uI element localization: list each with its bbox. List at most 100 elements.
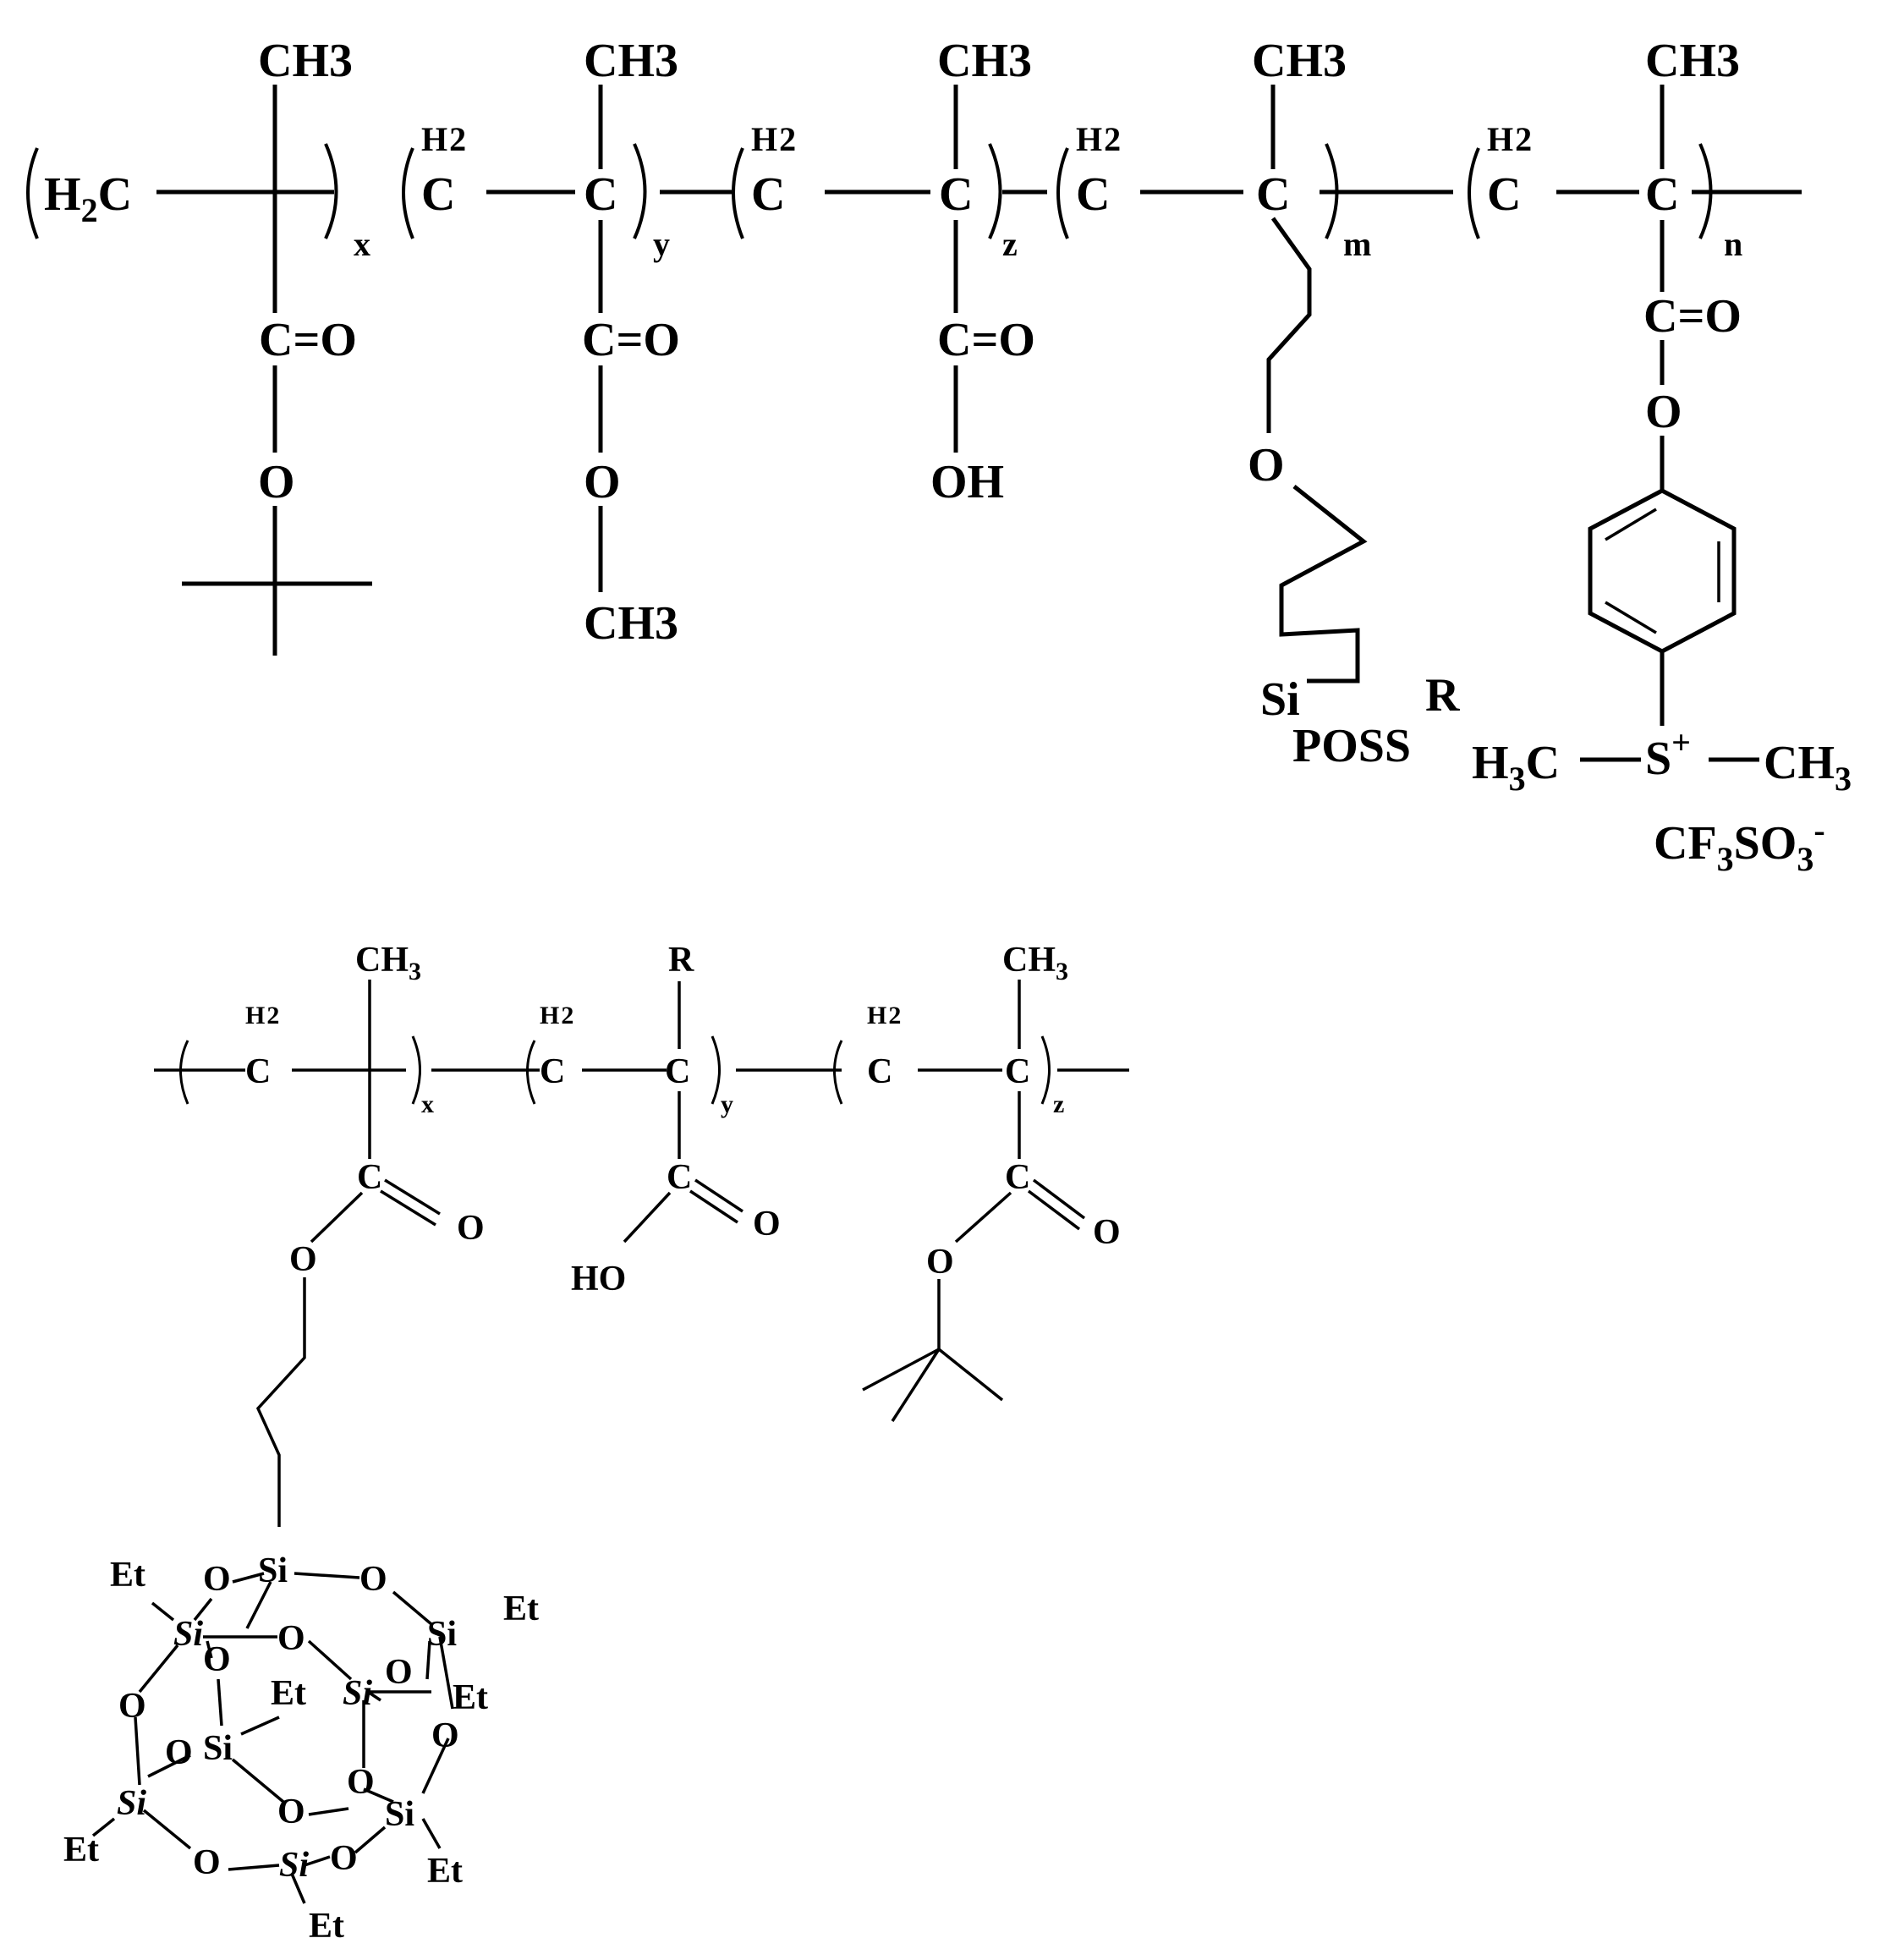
cage-bond (206, 1640, 213, 1659)
unit-poss: C H2 CH3 C O Si POSS R m (1076, 35, 1460, 772)
alpha-carbon-label: C (1256, 168, 1290, 221)
c-oh-bond (623, 1191, 672, 1244)
subscript-x: x (354, 225, 370, 263)
ethyl-label: Et (503, 1589, 539, 1628)
c-o-double-bond-a (1032, 1178, 1086, 1220)
cage-bond (147, 1754, 191, 1778)
spacer-chain-1 (1266, 217, 1312, 433)
cage-bond (392, 1590, 433, 1626)
cage-bond (245, 1581, 272, 1629)
c-o-double-bond-a (384, 1178, 441, 1216)
paren-close-z (1040, 1035, 1051, 1105)
cage-bond (363, 1787, 394, 1804)
hydroxyl-label: HO (571, 1260, 626, 1298)
h2-label: H2 (1487, 120, 1532, 158)
cage-oxygen: O (203, 1560, 231, 1599)
cage-bond (232, 1572, 265, 1584)
methyl-label: CH3 (584, 35, 678, 87)
ch2-label: C (245, 1052, 271, 1091)
ch2-label: C (421, 168, 455, 221)
cage-oxygen: O (431, 1716, 459, 1755)
cage-bond (193, 1597, 213, 1622)
cage-bond (217, 1678, 223, 1727)
right-methyl-label: CH3 (1764, 737, 1852, 798)
carbonyl-carbon-label: C (667, 1158, 692, 1197)
cage-silicon: Si (343, 1674, 372, 1713)
alpha-carbon-label: C (939, 168, 973, 221)
subscript-y: y (653, 225, 670, 263)
h2c-label: H2C (44, 168, 132, 229)
unit-tbma: H2 C CH3 C C O O z (862, 941, 1121, 1422)
paren-close-y (633, 143, 647, 239)
paren-open-z (833, 1040, 843, 1105)
r-group-label: R (668, 941, 694, 980)
silicon-label: Si (1260, 673, 1300, 726)
paren-open-m (1056, 147, 1069, 239)
cage-bond (231, 1758, 285, 1804)
tbutyl-arm-2 (937, 1348, 1004, 1402)
paren-close-x (411, 1035, 421, 1105)
ch2-label: C (1487, 168, 1521, 221)
carbonyl-label: C=O (582, 314, 680, 366)
phenyl-inner-bond-3 (1605, 508, 1657, 541)
phenyl-inner-bond-2 (1605, 601, 1657, 634)
methyl-label: CH3 (355, 941, 421, 985)
subscript-n: n (1724, 225, 1742, 263)
paren-open-y (526, 1040, 536, 1105)
cage-oxygen: O (277, 1619, 305, 1658)
c-o-double-bond-a (694, 1178, 743, 1213)
subscript-z: z (1053, 1090, 1064, 1118)
carbonyl-oxygen-label: O (753, 1205, 781, 1244)
cage-oxygen: O (385, 1653, 413, 1692)
paren-close-y (711, 1035, 721, 1105)
carbonyl-label: C=O (1643, 290, 1742, 343)
phenyl-ring (1588, 488, 1737, 654)
sulfonium-label: S+ (1645, 723, 1691, 785)
carbonyl-carbon-label: C (1005, 1158, 1030, 1197)
cage-bond (151, 1601, 175, 1622)
cage-bond (240, 1716, 280, 1736)
subscript-x: x (421, 1090, 434, 1118)
h2-label: H2 (751, 120, 796, 158)
cage-silicon: Si (203, 1729, 233, 1768)
structure-2: H2 C CH3 C O O x H2 C R C C O HO (63, 941, 1129, 1946)
ether-oxygen-label: O (1248, 439, 1285, 491)
left-methyl-label: H3C (1472, 737, 1560, 798)
cage-oxygen: O (277, 1793, 305, 1831)
ester-oxygen-label: O (258, 456, 295, 508)
methyl-label: CH3 (937, 35, 1032, 87)
ch2-label: C (540, 1052, 565, 1091)
cage-silicon: Si (173, 1615, 203, 1654)
r-group-label: R (1425, 669, 1460, 722)
cage-silicon: Si (258, 1551, 288, 1590)
tbutyl-arm-1 (862, 1348, 940, 1392)
cage-oxygen: O (359, 1560, 387, 1599)
cage-oxygen: O (347, 1763, 375, 1802)
methyl-label: CH3 (1002, 941, 1068, 985)
cage-oxygen: O (118, 1687, 146, 1726)
cage-bond (307, 1639, 353, 1681)
ethyl-label: Et (271, 1674, 306, 1713)
cage-silicon: Si (385, 1795, 414, 1834)
c-ester-o-bond (954, 1191, 1012, 1244)
poss-label: POSS (1292, 720, 1411, 772)
paren-close-n (1698, 143, 1713, 239)
ethyl-label: Et (309, 1907, 344, 1946)
c-o-double-bond-b (1027, 1189, 1081, 1231)
c-ester-o-bond (310, 1191, 364, 1244)
ethyl-label: Et (110, 1556, 145, 1595)
carbonyl-label: C=O (259, 314, 357, 366)
cage-bond (304, 1855, 331, 1867)
cage-bond (421, 1818, 442, 1849)
methoxy-label: CH3 (584, 597, 678, 650)
cage-bond (294, 1572, 360, 1579)
subscript-y: y (721, 1090, 733, 1118)
ethyl-label: Et (63, 1831, 99, 1869)
paren-open-x (26, 147, 39, 239)
cage-bond (421, 1738, 450, 1794)
paren-close-z (988, 143, 1002, 239)
propyl-spacer (255, 1277, 306, 1527)
methyl-label: CH3 (1645, 35, 1740, 87)
cage-oxygen: O (165, 1733, 193, 1772)
subscript-z: z (1002, 225, 1018, 263)
